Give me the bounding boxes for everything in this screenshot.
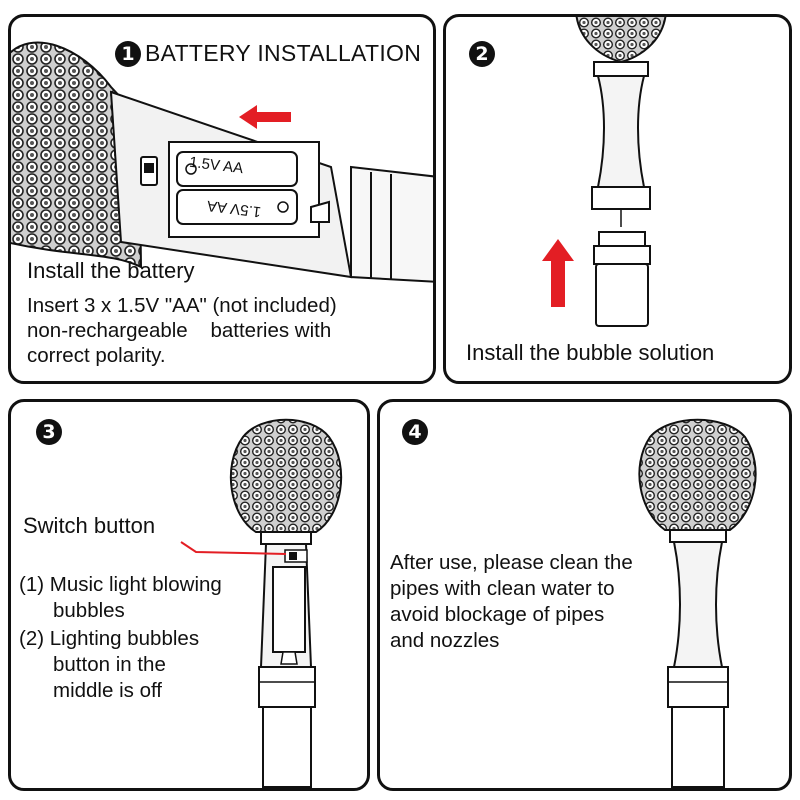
insert-direction-arrow (239, 105, 291, 129)
switch-label: Switch button (23, 513, 156, 538)
switch-illustration (180, 418, 343, 788)
switch-pointer-line (180, 541, 287, 555)
panel-battery-installation: 1 BATTERY INSTALLATION 1.5V AA 1.5V AA I… (8, 14, 436, 384)
panel-caption: Install the bubble solution (466, 340, 715, 365)
upward-arrow (542, 239, 574, 307)
instruction-line: Insert 3 x 1.5V "AA" (not included) (27, 294, 337, 317)
panel-switch-button: 3 Switch button (1) Music light blowing … (8, 399, 370, 791)
panel-heading: Install the battery (27, 258, 195, 283)
bubble-solution-illustration (542, 17, 667, 327)
cleaning-line: After use, please clean the (390, 551, 633, 574)
cleaning-line: avoid blockage of pipes (390, 603, 605, 626)
panel-bubble-solution: 2 Install the bubble solution (443, 14, 792, 384)
step-number-badge: 2 (469, 41, 495, 67)
cleaning-line: pipes with clean water to (390, 577, 615, 600)
mode-item: middle is off (53, 679, 163, 702)
mode-item: button in the (53, 653, 166, 676)
step-number-badge: 3 (36, 419, 62, 445)
instruction-line: correct polarity. (27, 344, 166, 367)
cleaning-line: and nozzles (390, 629, 500, 652)
step-number-badge: 4 (402, 419, 428, 445)
panel-cleaning: 4 After use, please clean the pipes with… (377, 399, 792, 791)
panel-title: BATTERY INSTALLATION (145, 40, 422, 66)
battery-compartment-illustration (11, 41, 433, 283)
mode-item: (1) Music light blowing (19, 573, 222, 596)
cleaning-illustration (638, 418, 757, 788)
step-number-badge: 1 (115, 41, 141, 67)
mode-item: (2) Lighting bubbles (19, 627, 200, 650)
mode-item: bubbles (53, 599, 125, 622)
title-divider (433, 41, 436, 71)
instruction-line: non-rechargeable batteries with (27, 319, 332, 342)
